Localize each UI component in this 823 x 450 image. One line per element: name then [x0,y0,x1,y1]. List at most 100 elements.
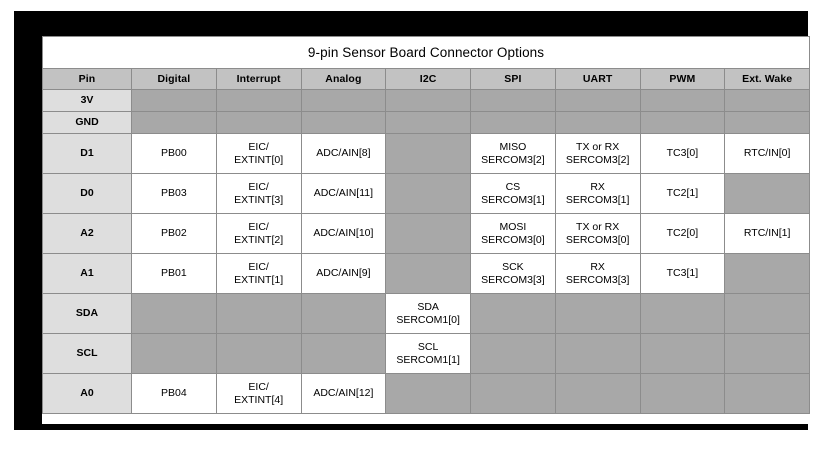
pin-label-gnd[interactable]: GND [42,111,132,134]
cell-d0-interrupt: EIC/EXTINT[3] [215,173,302,214]
empty-cell-sda-uart [554,293,641,334]
empty-cell-gnd-extwake [724,111,811,134]
empty-cell-gnd-digital [131,111,217,134]
column-header-pin[interactable]: Pin [42,68,132,90]
empty-cell-gnd-spi [470,111,556,134]
cell-d0-pwm: TC2[1] [639,173,726,214]
empty-cell-a1-i2c [385,253,471,294]
empty-cell-sda-spi [470,293,556,334]
column-header-interrupt[interactable]: Interrupt [215,68,302,90]
pin-label-sda[interactable]: SDA [42,293,132,334]
empty-cell-gnd-interrupt [215,111,302,134]
cell-a2-digital: PB02 [131,213,217,254]
cell-a0-digital: PB04 [131,373,217,414]
cell-d1-pwm: TC3[0] [639,133,726,174]
column-header-extwake[interactable]: Ext. Wake [724,68,811,90]
empty-cell-3v-pwm [639,89,726,112]
empty-cell-3v-interrupt [215,89,302,112]
table-title: 9-pin Sensor Board Connector Options [41,36,811,69]
pin-table-container: 9-pin Sensor Board Connector Options Pin… [41,36,811,424]
cell-a0-analog: ADC/AIN[12] [300,373,387,414]
empty-cell-gnd-analog [300,111,387,134]
cell-a2-interrupt: EIC/EXTINT[2] [215,213,302,254]
cell-a2-analog: ADC/AIN[10] [300,213,387,254]
table-row: GND [42,111,811,134]
column-header-i2c[interactable]: I2C [385,68,471,90]
empty-cell-sda-extwake [724,293,811,334]
table-row: 3V [42,89,811,112]
column-header-spi[interactable]: SPI [470,68,556,90]
empty-cell-gnd-i2c [385,111,471,134]
empty-cell-scl-pwm [639,333,726,374]
empty-cell-gnd-uart [554,111,641,134]
pin-label-3v[interactable]: 3V [42,89,132,112]
empty-cell-sda-analog [300,293,387,334]
empty-cell-3v-digital [131,89,217,112]
empty-cell-scl-analog [300,333,387,374]
empty-cell-3v-i2c [385,89,471,112]
pin-mapping-table: 9-pin Sensor Board Connector Options Pin… [41,36,811,414]
cell-a0-interrupt: EIC/EXTINT[4] [215,373,302,414]
empty-cell-a0-spi [470,373,556,414]
cell-a1-interrupt: EIC/EXTINT[1] [215,253,302,294]
empty-cell-a0-uart [554,373,641,414]
empty-cell-a2-i2c [385,213,471,254]
cell-a1-pwm: TC3[1] [639,253,726,294]
empty-cell-a0-i2c [385,373,471,414]
empty-cell-3v-uart [554,89,641,112]
column-header-analog[interactable]: Analog [300,68,387,90]
empty-cell-a0-pwm [639,373,726,414]
empty-cell-d0-i2c [385,173,471,214]
empty-cell-a1-extwake [724,253,811,294]
cell-d1-analog: ADC/AIN[8] [300,133,387,174]
pin-label-d1[interactable]: D1 [42,133,132,174]
empty-cell-scl-digital [131,333,217,374]
empty-cell-scl-extwake [724,333,811,374]
column-header-digital[interactable]: Digital [131,68,217,90]
empty-cell-scl-uart [554,333,641,374]
empty-cell-scl-interrupt [215,333,302,374]
column-header-uart[interactable]: UART [554,68,641,90]
cell-d1-extwake: RTC/IN[0] [724,133,811,174]
empty-cell-gnd-pwm [639,111,726,134]
cell-a2-extwake: RTC/IN[1] [724,213,811,254]
cell-a2-pwm: TC2[0] [639,213,726,254]
pin-label-a0[interactable]: A0 [42,373,132,414]
empty-cell-sda-interrupt [215,293,302,334]
empty-cell-sda-pwm [639,293,726,334]
empty-cell-scl-spi [470,333,556,374]
cell-d0-digital: PB03 [131,173,217,214]
pin-label-scl[interactable]: SCL [42,333,132,374]
pin-label-a1[interactable]: A1 [42,253,132,294]
empty-cell-a0-extwake [724,373,811,414]
cell-d1-interrupt: EIC/EXTINT[0] [215,133,302,174]
empty-cell-3v-analog [300,89,387,112]
empty-cell-3v-spi [470,89,556,112]
column-header-pwm[interactable]: PWM [639,68,726,90]
table-head: 9-pin Sensor Board Connector Options Pin… [41,36,811,90]
title-row: 9-pin Sensor Board Connector Options [41,36,811,69]
pin-label-a2[interactable]: A2 [42,213,132,254]
cell-a1-analog: ADC/AIN[9] [300,253,387,294]
empty-cell-d0-extwake [724,173,811,214]
pin-label-d0[interactable]: D0 [42,173,132,214]
empty-cell-3v-extwake [724,89,811,112]
